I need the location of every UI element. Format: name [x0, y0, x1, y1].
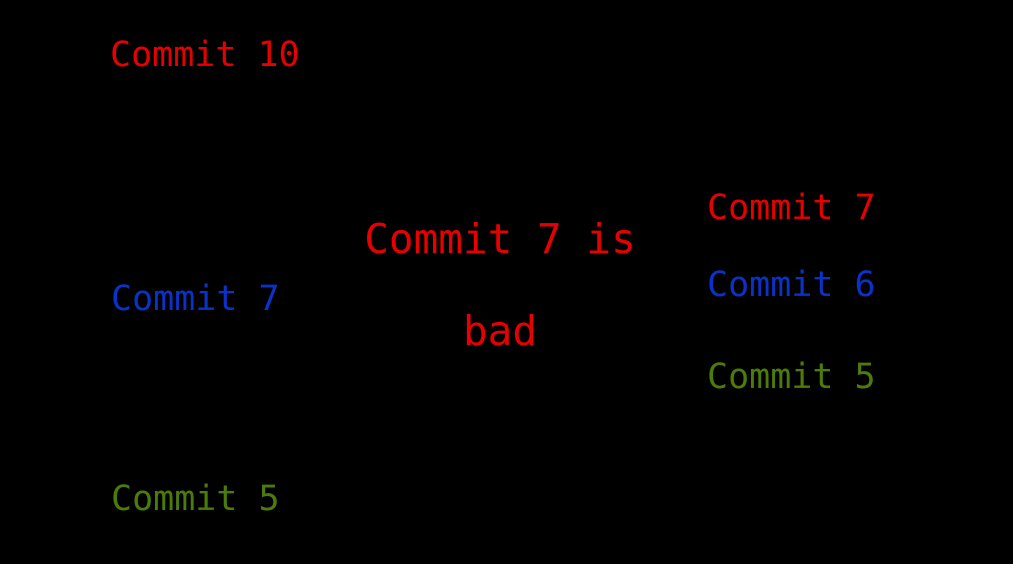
bad-commit-note-line2: bad	[462, 307, 538, 355]
right-commit-5-label: Commit 5	[707, 357, 876, 397]
left-commit-7-label: Commit 7	[111, 279, 280, 319]
left-commit-5-label: Commit 5	[111, 479, 280, 519]
right-commit-7-label: Commit 7	[707, 188, 876, 228]
right-commit-6-label: Commit 6	[707, 265, 876, 305]
left-commit-10-label: Commit 10	[110, 35, 300, 75]
bad-commit-note-line1: Commit 7 is	[364, 215, 636, 263]
bad-commit-note: Commit 7 is bad	[330, 170, 670, 400]
